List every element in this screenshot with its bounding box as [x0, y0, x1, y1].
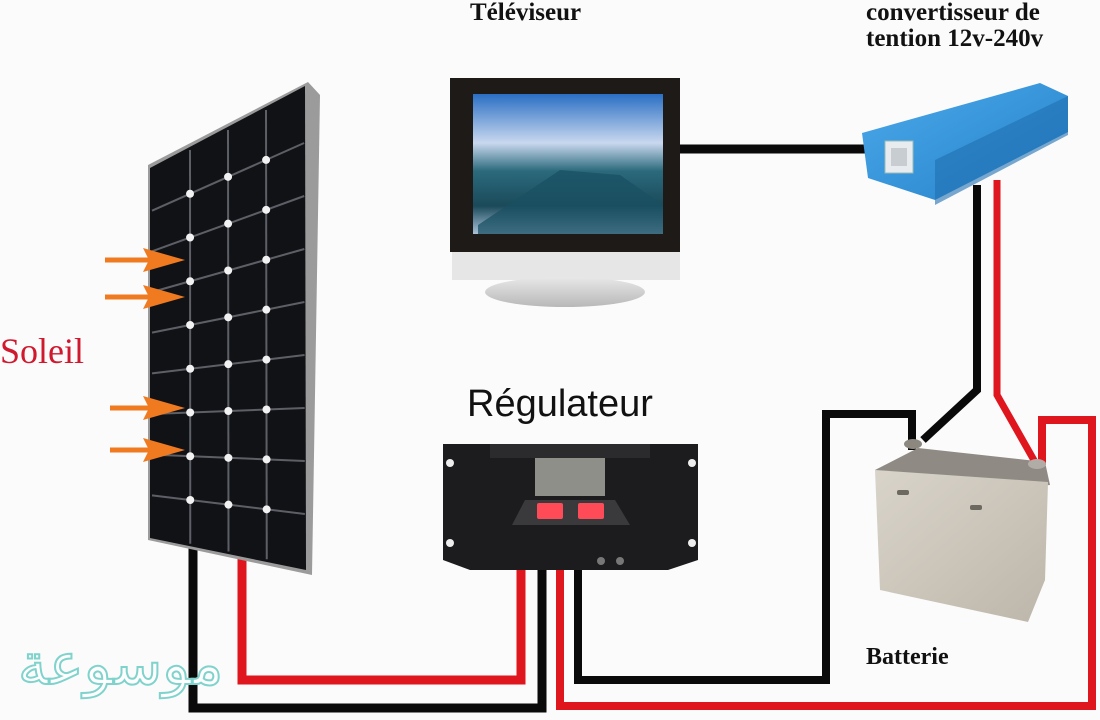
- battery: [875, 439, 1050, 622]
- panel-cell-junction: [262, 205, 271, 214]
- panel-cell-junction: [262, 405, 271, 414]
- inverter-label-line2: tention 12v-240v: [866, 25, 1044, 53]
- panel-cell-junction: [262, 255, 271, 264]
- wire-regulator-battery-positive: [556, 416, 1096, 710]
- wires: [188, 144, 1096, 713]
- panel-cell-junction: [186, 189, 195, 198]
- regulator-lcd: [535, 458, 605, 496]
- solar-panel: [148, 82, 320, 575]
- wire-panel-negative: [188, 548, 547, 713]
- regulator-terminal-1: [597, 557, 605, 565]
- battery-terminal-negative: [904, 439, 922, 449]
- battery-label: Batterie: [866, 644, 949, 670]
- panel-cell-junction: [186, 496, 195, 504]
- panel-cell-junction: [186, 452, 195, 461]
- mount-hole-tr: [688, 459, 696, 467]
- battery-vent-right: [970, 505, 982, 510]
- wire-regulator-battery-negative: [574, 410, 916, 684]
- panel-cell-junction: [186, 277, 195, 286]
- mount-hole-br: [688, 539, 696, 547]
- panel-cell-junction: [224, 453, 233, 462]
- sun-arrow-head: [143, 285, 185, 309]
- sun-arrows: [105, 248, 185, 462]
- panel-cell-junction: [224, 172, 233, 181]
- battery-vent-left: [897, 490, 909, 495]
- panel-cell-junction: [262, 505, 271, 514]
- panel-grid-line: [265, 109, 268, 560]
- television: [450, 78, 680, 307]
- regulator-button-panel: [512, 500, 630, 525]
- battery-terminal-positive: [1028, 459, 1046, 469]
- regulator-button-right: [578, 503, 604, 519]
- regulator-terminal-2: [616, 557, 624, 565]
- wire-battery-inverter-positive: [993, 180, 1039, 464]
- panel-cell-junction: [186, 233, 195, 242]
- regulator-label: Régulateur: [467, 383, 653, 425]
- inverter-label: convertisseur de tention 12v-240v: [866, 0, 1043, 53]
- tv-stand: [485, 277, 645, 307]
- wire-panel-positive: [237, 555, 526, 685]
- inverter: [862, 83, 1068, 205]
- panel-cells: [151, 109, 306, 560]
- battery-front: [875, 470, 1048, 622]
- sun-arrow-head: [143, 396, 185, 420]
- sun-arrow-head: [143, 248, 185, 272]
- inverter-side: [935, 96, 1068, 205]
- tv-screen-road: [478, 170, 663, 234]
- inverter-socket-inner: [891, 148, 907, 166]
- inverter-label-line1: convertisseur de: [866, 0, 1040, 26]
- mount-hole-bl: [446, 539, 454, 547]
- watermark-logo: موسوعة: [17, 629, 224, 699]
- panel-cell-junction: [262, 305, 271, 314]
- panel-cell-junction: [186, 408, 195, 417]
- tv-label: Téléviseur: [470, 0, 582, 26]
- panel-cell-junction: [186, 364, 195, 373]
- regulator: [443, 444, 698, 570]
- panel-cell-junction: [186, 321, 195, 329]
- panel-cell-junction: [224, 500, 233, 509]
- wire-battery-inverter-negative: [920, 185, 981, 443]
- regulator-button-left: [537, 503, 563, 519]
- panel-cell-junction: [224, 407, 233, 415]
- mount-hole-tl: [446, 459, 454, 467]
- panel-cell-junction: [262, 455, 271, 464]
- panel-cell-junction: [262, 355, 271, 364]
- sun-arrow-head: [143, 438, 185, 462]
- panel-cell-junction: [224, 313, 233, 322]
- tv-bottom-bezel: [452, 252, 680, 280]
- panel-cell-junction: [224, 266, 233, 275]
- panel-cell-junction: [262, 155, 271, 164]
- panel-cell-junction: [224, 219, 233, 228]
- sun-label: Soleil: [0, 331, 85, 371]
- panel-cell-junction: [224, 360, 233, 369]
- panel-grid-line: [227, 129, 230, 552]
- regulator-top-ridge: [490, 444, 650, 458]
